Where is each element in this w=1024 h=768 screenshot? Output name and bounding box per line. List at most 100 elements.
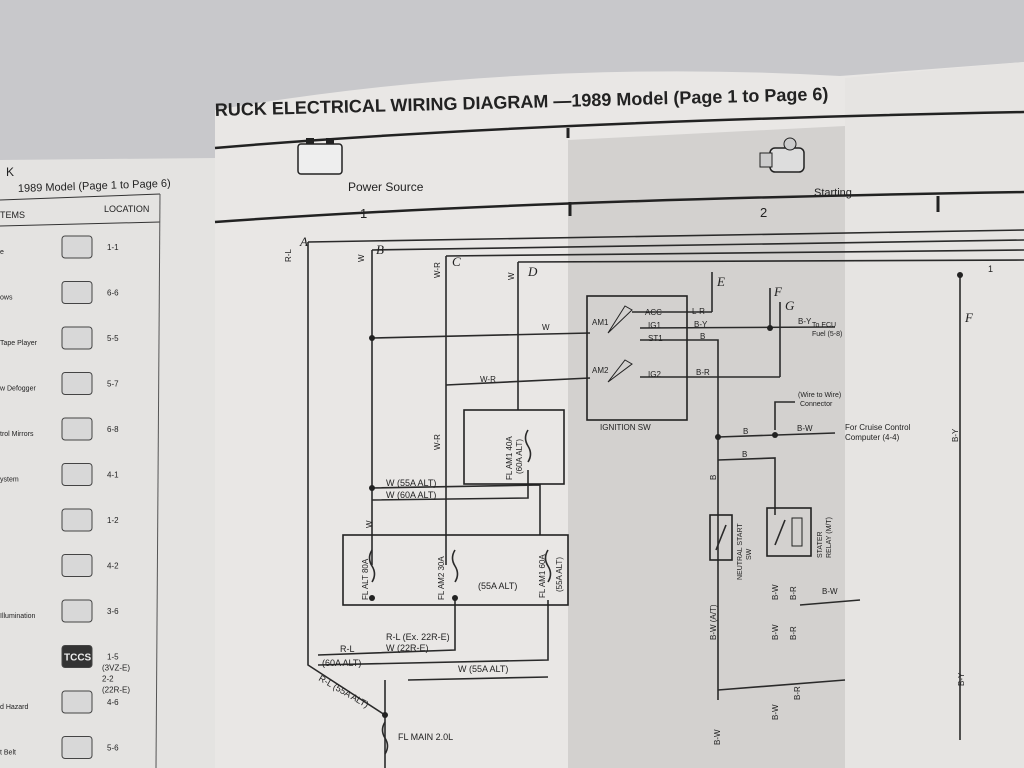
wire-label: R-L xyxy=(340,644,355,654)
cruise-label: Computer (4-4) xyxy=(845,433,900,442)
wire-label: B-W xyxy=(771,704,780,720)
wire-label: B-R xyxy=(789,586,798,600)
hazard-icon xyxy=(61,690,93,714)
item-label: t Belt xyxy=(0,750,16,757)
item-location: 4-6 xyxy=(107,698,119,707)
wire-label: W-R xyxy=(433,262,442,278)
bus-letter-f2: F xyxy=(964,310,974,325)
wire-label: L-R xyxy=(692,307,705,316)
starter-relay-label: RELAY (M/T) xyxy=(826,517,833,558)
item-location: 4-1 xyxy=(107,471,119,480)
item-location-line: (3VZ-E) xyxy=(102,664,130,673)
power-window-icon xyxy=(61,281,93,304)
list-item: e1-1 xyxy=(0,235,119,259)
wire-label: B-W xyxy=(771,624,780,640)
tccs-badge-text: TCCS xyxy=(64,653,92,664)
item-label: d Hazard xyxy=(0,704,29,711)
wire-label: B xyxy=(709,475,718,480)
item-label: w Defogger xyxy=(0,386,36,393)
wire-label: B-W (A/T) xyxy=(709,604,718,640)
terminal-ig2: IG2 xyxy=(648,370,661,379)
item-location-line: 2-2 xyxy=(102,675,114,684)
list-item: t Belt 5-6 xyxy=(0,736,119,759)
bus-letter-e: E xyxy=(716,274,725,289)
fuse-label: FL ALT 80A xyxy=(361,558,370,600)
divider xyxy=(0,193,161,201)
item-location: 3-6 xyxy=(107,607,119,616)
fuse-main xyxy=(381,721,389,755)
fuse-label: (55A ALT) xyxy=(555,557,564,592)
list-item: 4-2 xyxy=(61,554,119,577)
terminal-st1: ST1 xyxy=(648,334,663,343)
next-page xyxy=(845,62,1024,768)
item-location: 5-7 xyxy=(107,380,119,389)
list-item: TCCS 1-5 (3VZ-E) 2-2 (22R-E) xyxy=(61,645,130,695)
bus-letter-b: B xyxy=(376,242,384,257)
terminal-am1: AM1 xyxy=(592,318,609,327)
item-label: ows xyxy=(0,295,13,302)
list-item: d Hazard 4-6 xyxy=(0,690,119,714)
page-shade xyxy=(568,126,845,768)
item-location-line: (22R-E) xyxy=(102,686,130,695)
wire-connector-label: (Wire to Wire) xyxy=(798,392,841,399)
connector-leader xyxy=(774,401,795,430)
item-location: 6-6 xyxy=(107,289,119,298)
col-items: TEMS xyxy=(0,210,25,220)
wire-label: W (22R-E) xyxy=(386,643,429,653)
fuse-label: FL AM1 40A xyxy=(505,436,514,480)
ignition-switch-label: IGNITION SW xyxy=(600,423,651,432)
item-location: 1-5 xyxy=(107,653,119,662)
wire-label: W xyxy=(507,272,516,280)
switch-icon xyxy=(61,554,93,577)
list-item: ows 6-6 xyxy=(0,281,119,304)
col-location: LOCATION xyxy=(104,204,149,214)
neutral-start-label: SW xyxy=(746,548,753,560)
wire-label: B xyxy=(700,332,705,341)
tccs-badge xyxy=(61,645,93,668)
ignition-switch: AM1 ACC IG1 ST1 AM2 IG2 IGNITION SW xyxy=(586,295,688,432)
wire-label: W (60A ALT) xyxy=(386,490,436,500)
bus-letter-f: F xyxy=(773,284,783,299)
to-ecu-label: To ECU xyxy=(812,322,836,329)
terminal-acc: ACC xyxy=(645,308,662,317)
wire-label: B-R xyxy=(696,368,710,377)
wire-label: R-L xyxy=(284,249,293,262)
wire-label: R-L (Ex. 22R-E) xyxy=(386,632,450,642)
wire-label: B-W xyxy=(771,584,780,600)
divider xyxy=(0,221,161,227)
wire-label: B-Y xyxy=(951,428,960,442)
wire-label: B xyxy=(742,450,747,459)
wire-label: W-R xyxy=(480,375,496,384)
wire-label: B-W xyxy=(822,587,838,596)
mirror-icon xyxy=(61,417,93,441)
wire-connector-label: Connector xyxy=(800,401,833,408)
left-page xyxy=(0,158,215,768)
section-label-power: Power Source xyxy=(348,180,424,194)
fuse-main-label: FL MAIN 2.0L xyxy=(398,732,453,742)
wire-label: B-Y xyxy=(694,320,708,329)
illumination-icon xyxy=(61,599,93,623)
fuse-am1-40a: FL AM1 40A (60A ALT) xyxy=(463,409,565,485)
wire-label: W-R xyxy=(433,434,442,450)
fusible-link-block: FL ALT 80A FL AM2 30A FL AM1 60A (55A AL… xyxy=(342,534,569,606)
neutral-start-label: NEUTRAL START xyxy=(737,523,744,580)
item-location: 1-2 xyxy=(107,516,119,525)
wire-label: W xyxy=(365,520,374,528)
starter-motor-icon xyxy=(759,137,805,173)
neutral-start-switch: NEUTRAL START SW xyxy=(709,514,753,580)
wire-label: W (55A ALT) xyxy=(386,478,436,488)
wire-label: B xyxy=(743,427,748,436)
list-item: 1-2 xyxy=(61,508,119,532)
wire-label: B-R xyxy=(793,686,802,700)
terminal-am2: AM2 xyxy=(592,366,609,375)
bus-letter-d: D xyxy=(527,264,538,279)
starter-icon xyxy=(61,508,93,532)
wire-label: W (55A ALT) xyxy=(458,664,508,674)
to-ecu-label: Fuel (5-8) xyxy=(812,331,842,338)
item-location: 5-6 xyxy=(107,744,119,753)
fuse-label: FL AM1 60A xyxy=(538,554,547,598)
battery-icon xyxy=(297,138,343,175)
seat-belt-icon xyxy=(61,736,93,759)
section-label-starting: Starting xyxy=(814,187,852,199)
